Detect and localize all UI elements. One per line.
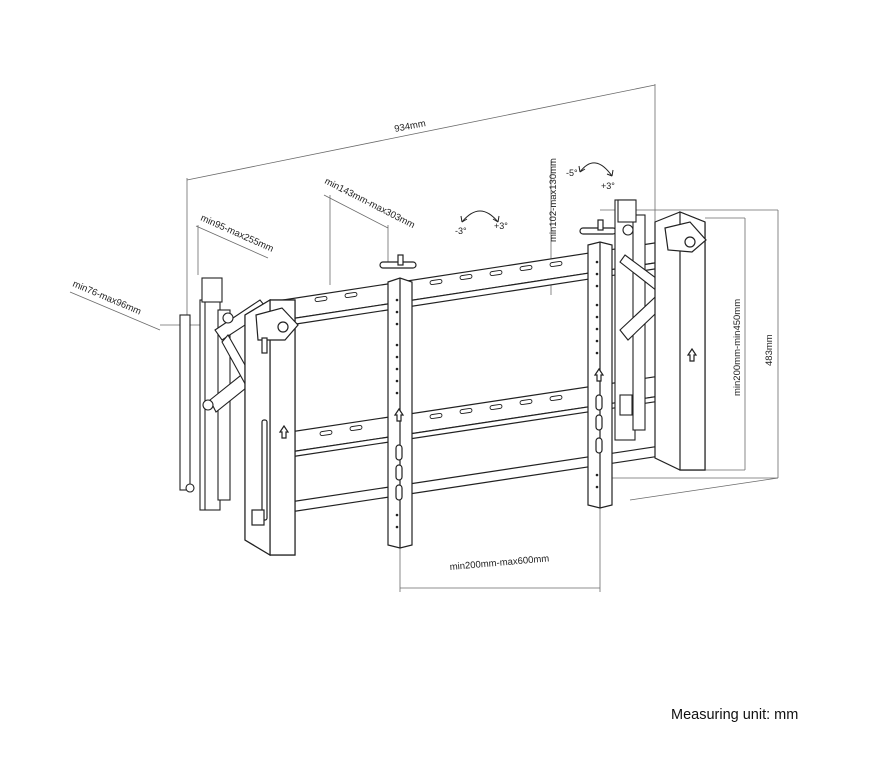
rail-slots [314,260,563,437]
left-bracket-holes [395,298,399,529]
label-depth-range: min143mm-max303mm [323,176,417,231]
label-vertical-span: min200mm-min450mm [732,299,743,396]
left-post [244,298,299,557]
label-tilt-right-neg: -5° [566,168,578,178]
label-horizontal-span: min200mm-max600mm [449,553,549,573]
label-tilt-left-pos: +3° [494,221,508,231]
tilt-arrow-right [578,162,614,177]
right-vertical-bracket [579,219,617,509]
label-pop-out-range: min95-max255mm [199,213,275,255]
right-bracket-holes [595,260,599,489]
label-min-depth-range: min76-max96mm [71,279,143,318]
label-arm-offset-range: min102-max130mm [548,158,559,242]
measuring-unit-note: Measuring unit: mm [671,707,799,723]
label-tilt-right-pos: +3° [601,181,615,191]
label-height: 483mm [764,334,775,366]
tilt-arrow-left [460,210,500,223]
left-pop-out-arm [179,277,269,511]
left-vertical-bracket [379,254,417,549]
dimension-lines [69,84,779,592]
right-post [654,211,707,471]
label-tilt-left-neg: -3° [455,226,467,236]
